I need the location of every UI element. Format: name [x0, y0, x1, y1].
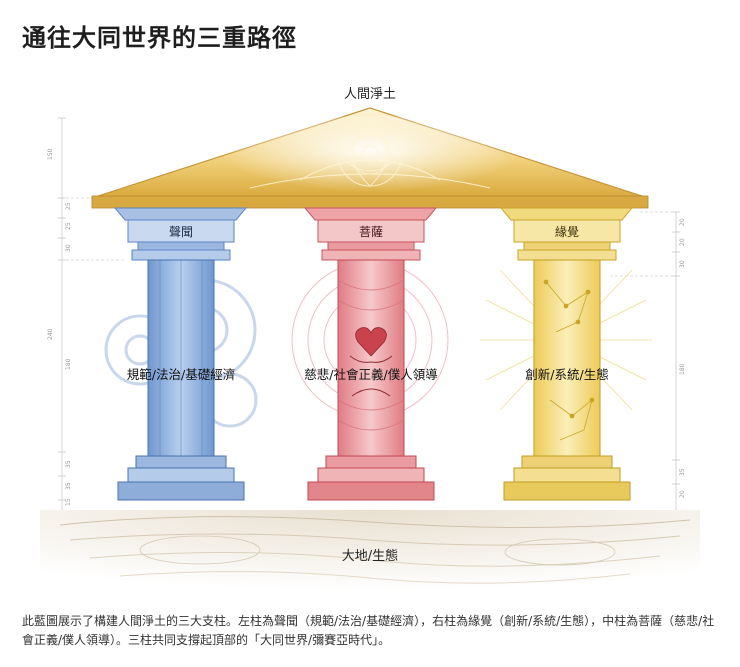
pillar-left-subtitle: 規範/法治/基礎經濟 — [127, 367, 235, 382]
dim-left-2: 25 — [65, 222, 72, 230]
pillar-left — [104, 207, 258, 501]
dim-right-2: 30 — [679, 260, 686, 268]
ground-label: 大地/生態 — [342, 548, 398, 564]
dim-left-5: 180 — [65, 358, 72, 370]
dim-left-1: 25 — [65, 202, 72, 210]
temple-diagram: 大地/生態 150 25 25 30 240 180 35 35 15 20 2… — [40, 87, 700, 610]
network-icon — [543, 279, 595, 441]
pillar-right-subtitle: 創新/系統/生態 — [525, 367, 608, 382]
heart-hands-icon — [349, 327, 393, 397]
roof-label: 人間淨土 — [344, 87, 396, 102]
pillar-middle-subtitle: 慈悲/社會正義/僕人領導 — [304, 367, 437, 382]
dim-left-0: 150 — [47, 148, 54, 160]
pillar-middle-name: 菩薩 — [359, 225, 383, 239]
dim-right-3: 180 — [679, 363, 686, 375]
dim-left-6: 35 — [65, 460, 72, 468]
ground — [40, 510, 700, 610]
caption: 此藍圖展示了構建人間淨土的三大支柱。左柱為聲聞（規範/法治/基礎經濟），右柱為緣… — [22, 614, 715, 647]
dim-left-8: 15 — [65, 498, 72, 506]
dim-right-5: 20 — [679, 490, 686, 498]
mandala-icon — [249, 121, 491, 189]
dimension-lines — [58, 117, 680, 510]
dim-right-0: 20 — [679, 218, 686, 226]
pillar-left-name: 聲聞 — [169, 224, 193, 239]
page-title: 通往大同世界的三重路徑 — [22, 24, 297, 52]
dim-left-4: 240 — [47, 328, 54, 340]
dim-left-7: 35 — [65, 482, 72, 490]
roof — [91, 107, 649, 209]
dimension-labels: 150 25 25 30 240 180 35 35 15 20 20 30 1… — [47, 148, 686, 506]
pillar-right-name: 緣覺 — [555, 225, 579, 239]
dim-right-1: 20 — [679, 238, 686, 246]
pillar-middle — [291, 207, 449, 501]
dim-left-3: 30 — [65, 244, 72, 252]
pillar-right — [480, 207, 652, 501]
dim-right-4: 35 — [679, 468, 686, 476]
